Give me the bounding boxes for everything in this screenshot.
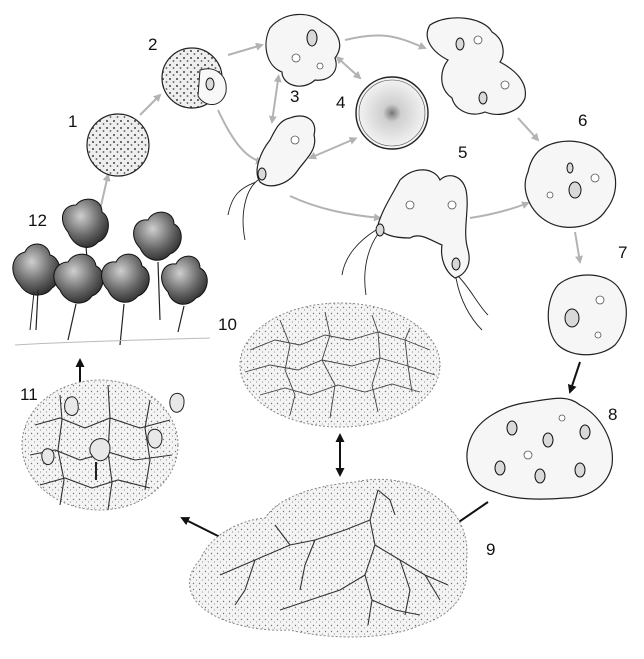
stage-4-microcyst (355, 76, 429, 150)
stage-7-early-plasmodium (547, 274, 627, 356)
transition-arrows (99, 34, 583, 264)
stage-label-11: 11 (20, 385, 38, 404)
stage-label-3: 3 (290, 87, 299, 106)
stage-label-4: 4 (336, 93, 345, 112)
stage-label-1: 1 (68, 112, 77, 131)
stage-3-swarm-cell (227, 115, 316, 241)
stage-label-5: 5 (458, 143, 467, 162)
stage-label-6: 6 (578, 111, 587, 130)
stage-label-10: 10 (218, 315, 237, 334)
stage-6-zygote (524, 140, 617, 228)
stage-2-germinating-spore (161, 47, 227, 109)
stage-3-myxamoeba (265, 13, 341, 87)
stage-label-2: 2 (148, 35, 157, 54)
stage-10-sclerotium (239, 302, 441, 428)
stage-label-7: 7 (618, 243, 627, 262)
stage-5-swarm-cells-fusing (341, 169, 489, 331)
stage-label-9: 9 (486, 540, 495, 559)
stage-1-spore (86, 113, 150, 177)
stage-label-8: 8 (608, 405, 617, 424)
stage-9-mature-plasmodium (189, 478, 468, 638)
stage-5-fusing-amoebae (426, 17, 527, 115)
stage-12-mature-sporangia (12, 198, 211, 346)
stage-11-developing-sporangia (21, 379, 185, 511)
stage-labels: 1 2 3 4 5 6 7 8 9 10 11 12 (20, 35, 627, 559)
stage-8-multinucleate-plasmodium (466, 397, 613, 500)
stage-label-12: 12 (28, 211, 47, 230)
